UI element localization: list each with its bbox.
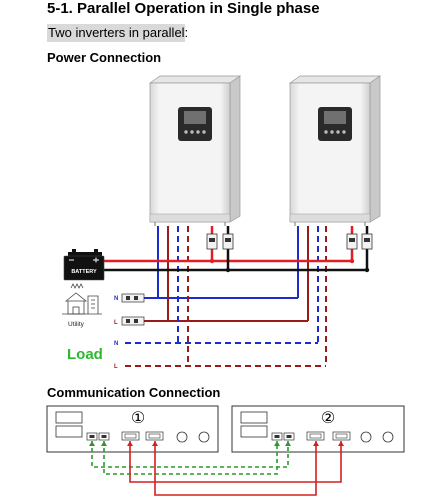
current-sharing-arrows — [89, 441, 291, 446]
battery-label: BATTERY — [71, 269, 97, 275]
utility-n-breaker — [121, 293, 145, 303]
inverter-1-display-panel — [178, 107, 212, 141]
section-title: 5-1. Parallel Operation in Single phase — [47, 0, 320, 17]
utility-label: Utility — [68, 321, 85, 328]
subtitle: Two inverters in parallel: — [47, 24, 189, 42]
load-label: Load — [67, 346, 103, 363]
current-sharing-cables — [91, 441, 289, 475]
inverter-2 — [288, 75, 382, 226]
utility-icon — [62, 283, 102, 315]
utility-n-label: N — [114, 296, 118, 302]
dc-breakers — [206, 233, 373, 250]
load-output-wires — [125, 226, 327, 367]
inverter-1 — [148, 75, 242, 226]
utility-l-breaker — [121, 316, 145, 326]
parallel-comm-arrows — [127, 441, 344, 446]
unit-1-number: ① — [131, 408, 145, 427]
comm-unit-1: ① — [46, 405, 219, 453]
utility-l-label: L — [114, 320, 118, 326]
load-n-label: N — [114, 341, 118, 347]
inverter-2-display-panel — [318, 107, 352, 141]
load-l-label: L — [114, 364, 118, 370]
battery: BATTERY — [63, 249, 105, 281]
parallel-comm-cables — [129, 441, 342, 496]
communication-connection-heading: Communication Connection — [47, 385, 221, 400]
unit-2-number: ② — [321, 408, 335, 427]
battery-wires — [104, 226, 370, 273]
power-connection-heading: Power Connection — [47, 50, 162, 65]
